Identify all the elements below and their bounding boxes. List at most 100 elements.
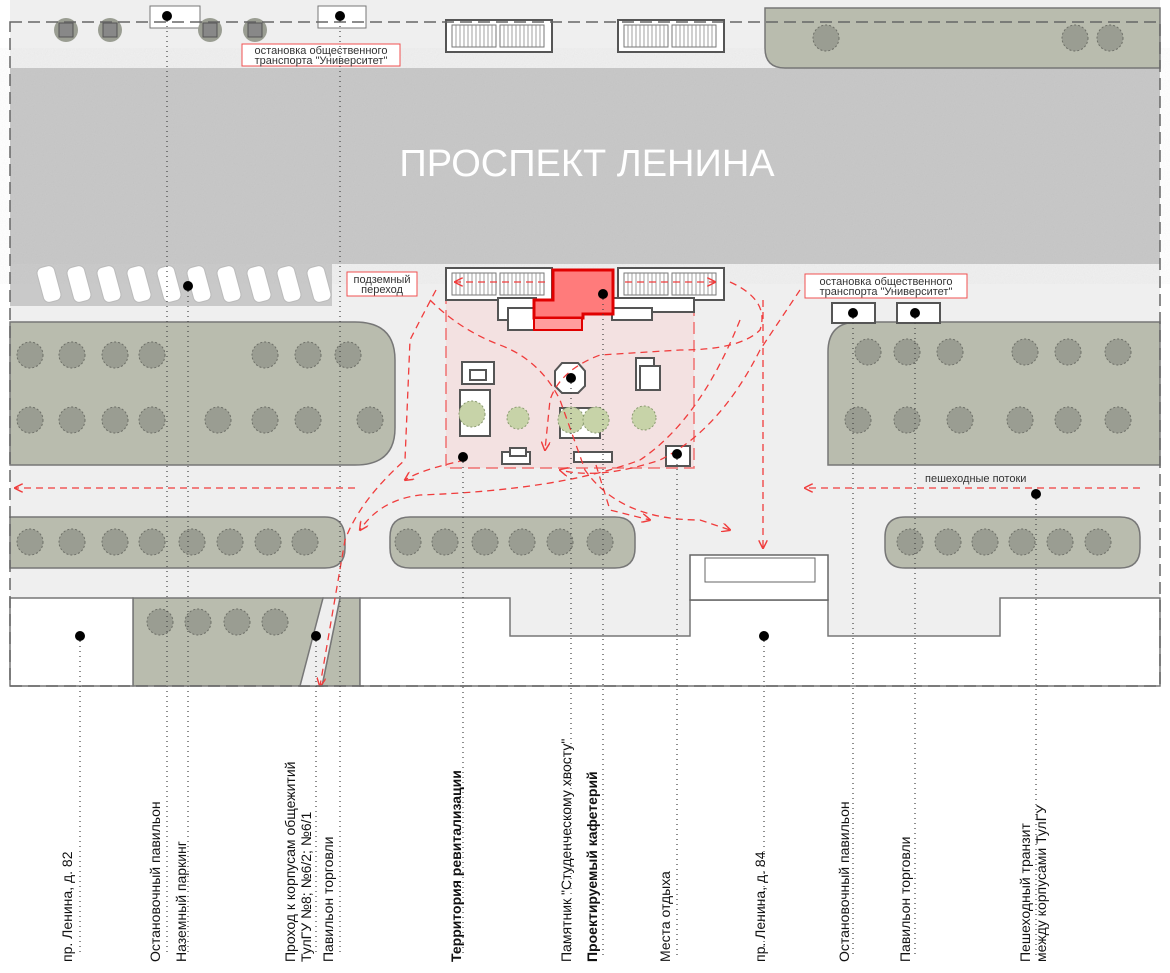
marker-dot — [311, 631, 321, 641]
label-0: пр. Ленина, д. 82 — [59, 851, 75, 962]
label-1: Остановочный павильон — [147, 801, 163, 962]
tree-icon — [431, 528, 459, 556]
stair-flight — [451, 272, 497, 296]
tree-icon — [261, 608, 289, 636]
stair-flight — [623, 24, 669, 48]
tree-icon — [1104, 338, 1132, 366]
tree-icon — [508, 528, 536, 556]
tree-icon — [971, 528, 999, 556]
marker-dot — [848, 308, 858, 318]
tree-icon — [223, 608, 251, 636]
car-icon — [156, 265, 182, 303]
tree-icon — [146, 608, 174, 636]
tree-icon — [1008, 528, 1036, 556]
marker-dot — [910, 308, 920, 318]
car-icon — [246, 265, 272, 303]
tree-icon — [138, 341, 166, 369]
tree-icon — [138, 528, 166, 556]
tree-icon — [854, 338, 882, 366]
street-title: ПРОСПЕКТ ЛЕНИНА — [399, 143, 775, 185]
green-top-left — [149, 5, 201, 29]
legend-labels: пр. Ленина, д. 82 Остановочный павильон На… — [59, 739, 1049, 962]
car-icon — [126, 265, 152, 303]
tree-grate — [102, 22, 118, 38]
tree-icon — [812, 24, 840, 52]
marker-dot — [183, 281, 193, 291]
tree-icon — [251, 406, 279, 434]
planted-trees — [458, 400, 657, 434]
parking-cars — [36, 265, 332, 303]
tree-icon — [58, 406, 86, 434]
tree-icon — [334, 341, 362, 369]
tree-icon — [934, 528, 962, 556]
label-1: Наземный паркинг — [173, 841, 189, 962]
underpass-stairs — [445, 19, 725, 301]
tree-icon — [844, 406, 872, 434]
tree-icon — [178, 528, 206, 556]
car-icon — [276, 265, 302, 303]
marker-dot — [566, 373, 576, 383]
tree-icon — [1054, 406, 1082, 434]
tree-icon — [936, 338, 964, 366]
tree-icon — [101, 406, 129, 434]
label-11: Пешеходный транзит — [1017, 822, 1033, 962]
marker-dot — [75, 631, 85, 641]
tree-icon — [294, 406, 322, 434]
tree-icon — [1104, 406, 1132, 434]
marker-dot — [598, 289, 608, 299]
marker-dot — [759, 631, 769, 641]
tree-icon — [1054, 338, 1082, 366]
label-10: Павильон торговли — [897, 837, 913, 963]
tree-icon — [1061, 24, 1089, 52]
tree-grate — [58, 22, 74, 38]
stair-flight — [499, 272, 545, 296]
plan-border — [9, 21, 1161, 687]
tree-icon — [16, 341, 44, 369]
tree-icon — [1096, 24, 1124, 52]
tree-icon — [1006, 406, 1034, 434]
tree-icon — [204, 406, 232, 434]
label-7: Места отдыха — [657, 871, 673, 962]
marker-dot — [1031, 489, 1041, 499]
tag-bus-stop-right: остановка общественного транспорта "Унив… — [804, 273, 968, 299]
label-5: Памятник "Студенческому хвосту" — [558, 739, 574, 962]
tree-icon — [216, 528, 244, 556]
car-icon — [306, 265, 332, 303]
label-8: пр. Ленина, д. 84 — [752, 851, 768, 962]
marker-dot — [335, 11, 345, 21]
tree-icon — [471, 528, 499, 556]
tree-icon — [101, 528, 129, 556]
label-4: Территория ревитализации — [448, 770, 464, 962]
tag-line: транспорта "Университет" — [255, 55, 388, 67]
car-icon — [96, 265, 122, 303]
tree-icon — [16, 406, 44, 434]
car-icon — [216, 265, 242, 303]
tag-line: переход — [361, 284, 403, 296]
label-9: Остановочный павильон — [836, 801, 852, 962]
tree-icon — [586, 528, 614, 556]
stair-flight — [623, 272, 669, 296]
label-2: ТулГУ №8; №6/2; №6/1 — [298, 811, 314, 962]
stair-flight — [671, 272, 717, 296]
tag-line: остановка общественного — [255, 45, 388, 57]
tree-icon — [893, 338, 921, 366]
marker-dot — [672, 449, 682, 459]
tag-pedestrian-flows: пешеходные потоки — [925, 473, 1026, 485]
tree-icon — [893, 406, 921, 434]
tag-underpass: подземный переход — [346, 271, 418, 297]
projected-cafe — [532, 268, 615, 331]
pedestrian-flows — [15, 282, 1140, 686]
tree-icon — [254, 528, 282, 556]
tree-icon — [58, 528, 86, 556]
tag-line: остановка общественного — [820, 276, 953, 288]
car-icon — [36, 265, 62, 303]
tree-icon — [58, 341, 86, 369]
label-3: Павильон торговли — [320, 837, 336, 963]
trees — [16, 18, 1132, 636]
tree-icon — [16, 528, 44, 556]
label-6: Проектируемый кафетерий — [584, 771, 600, 962]
tree-icon — [1084, 528, 1112, 556]
label-11: между корпусами ТулГУ — [1033, 805, 1049, 962]
tree-icon — [1046, 528, 1074, 556]
